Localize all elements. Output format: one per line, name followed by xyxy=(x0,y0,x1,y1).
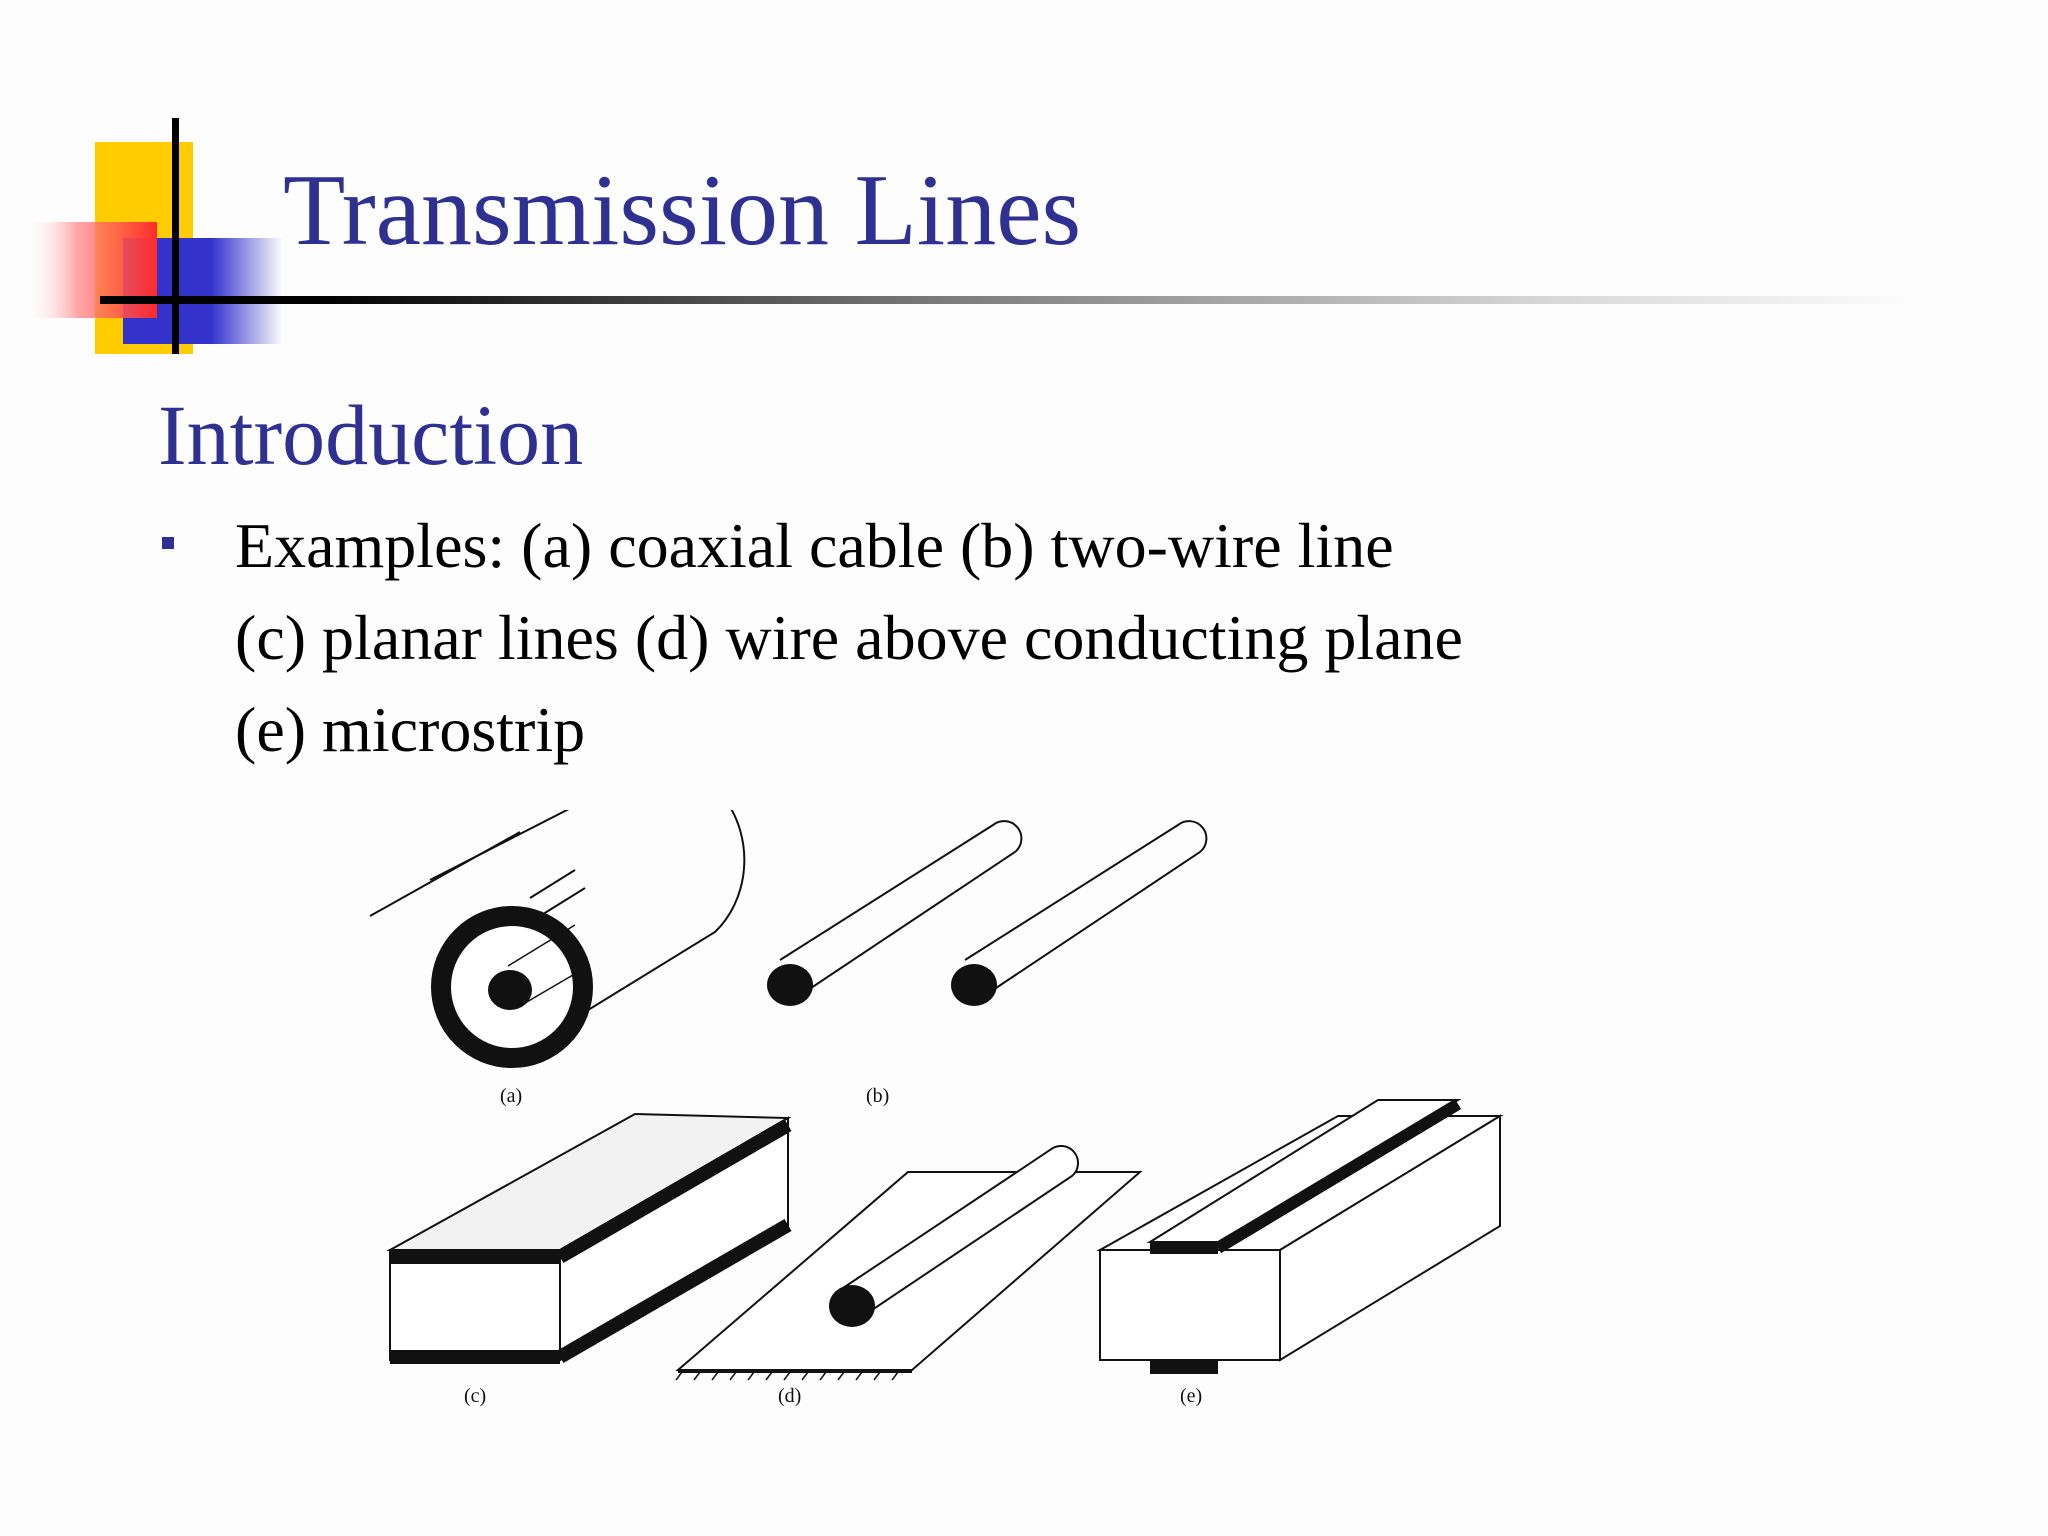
label-d: (d) xyxy=(778,1385,801,1407)
microstrip-drawing xyxy=(1096,1098,1504,1374)
label-b: (b) xyxy=(866,1085,889,1107)
label-a: (a) xyxy=(500,1085,522,1107)
wire-above-plane-drawing xyxy=(675,1145,1143,1381)
title-underline xyxy=(100,296,1920,304)
two-wire-line-drawing xyxy=(767,820,1208,1006)
bullet-line: (c) planar lines (d) wire above conducti… xyxy=(235,602,1463,673)
slide-title: Transmission Lines xyxy=(283,154,1082,267)
planar-lines-drawing xyxy=(386,1112,792,1364)
bullet-line: (e) microstrip xyxy=(235,694,586,765)
bullet-line: Examples: (a) coaxial cable (b) two-wire… xyxy=(235,510,1394,581)
bullet-text: Examples: (a) coaxial cable (b) two-wire… xyxy=(235,500,1463,776)
vertical-rule xyxy=(172,118,179,354)
slide-subtitle: Introduction xyxy=(158,387,584,483)
label-e: (e) xyxy=(1180,1385,1202,1407)
label-c: (c) xyxy=(464,1385,486,1407)
title-decoration xyxy=(25,118,300,354)
coaxial-cable-drawing xyxy=(369,810,746,1068)
transmission-line-figure: (a) (b) (c) (d) xyxy=(369,810,1504,1407)
bullet-marker xyxy=(162,537,174,549)
